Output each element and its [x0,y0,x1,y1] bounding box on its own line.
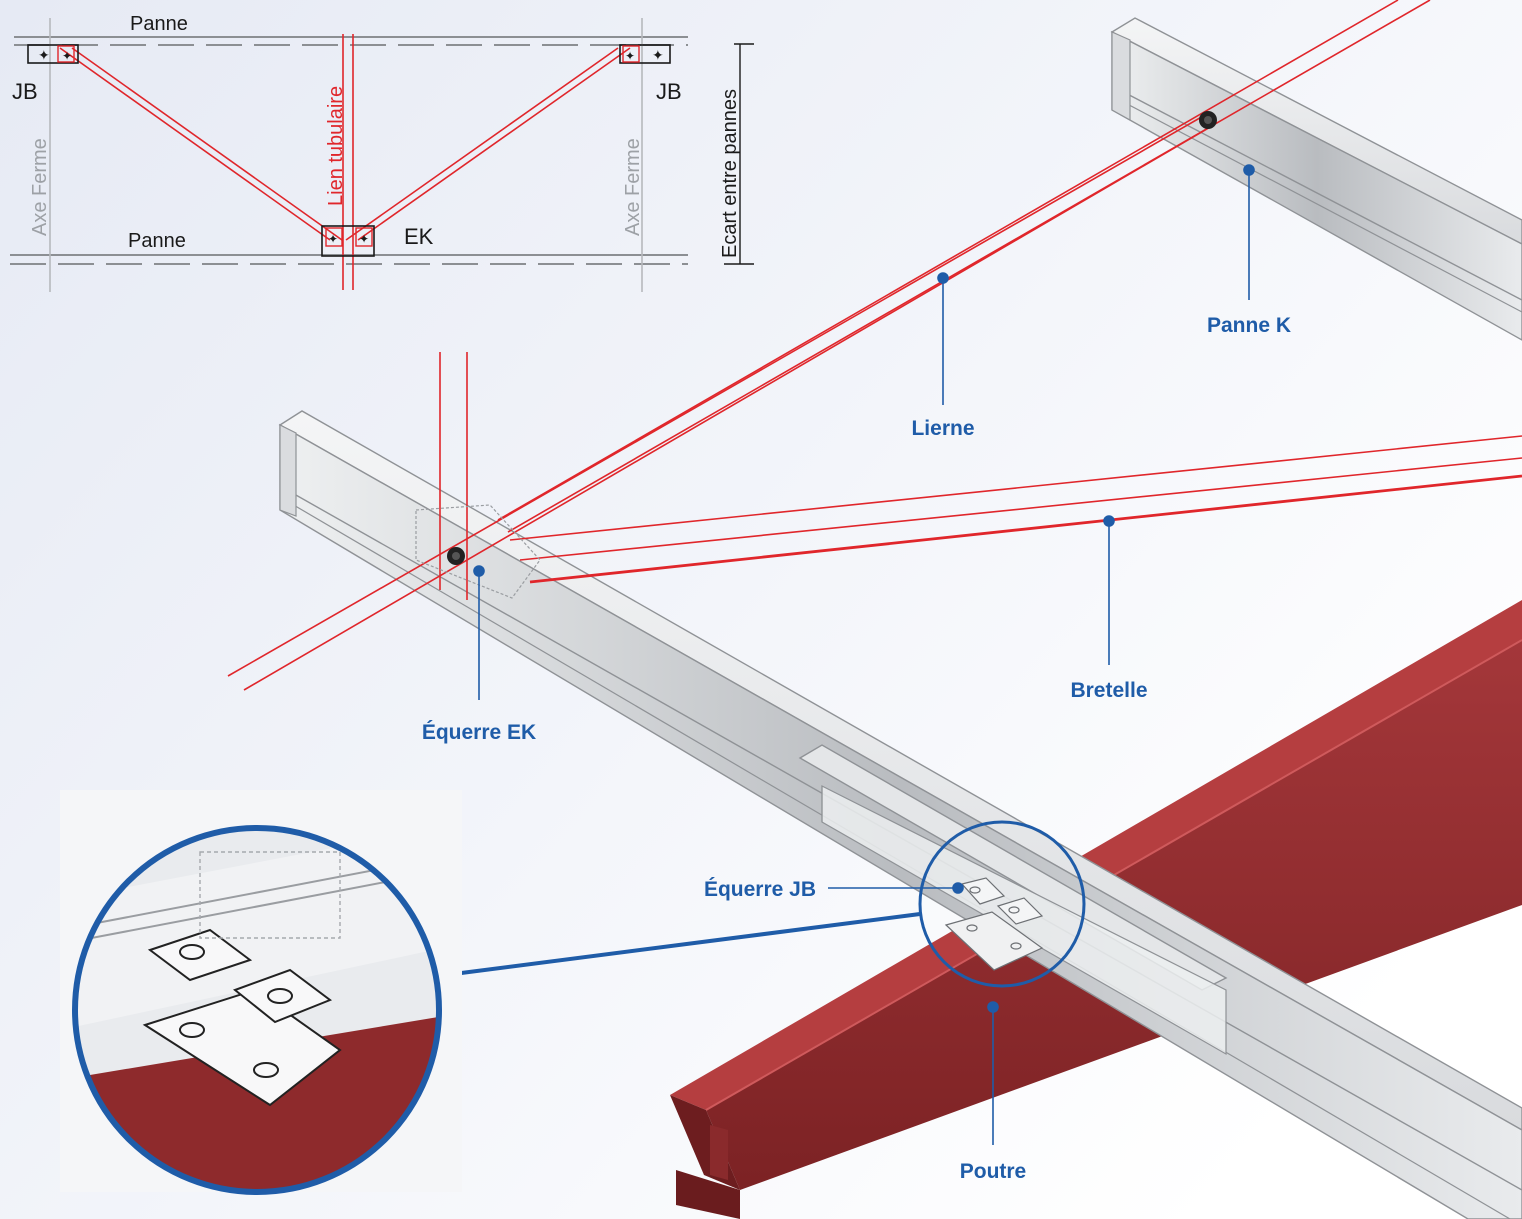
right-truss-axis-label: Axe Ferme [622,138,644,236]
equerre-jb-bracket [944,877,1044,971]
top-purlin-label: Panne [130,13,188,35]
ek-bolt-nut [447,547,465,565]
spacing-dimension-line [724,43,754,265]
svg-text:✦: ✦ [359,232,369,246]
svg-text:✦: ✦ [328,232,338,246]
plan-left-strap [59,47,343,241]
callout-leaders [473,164,1255,1145]
plan-left-jb-bracket: ✦ ✦ [27,44,79,64]
poutre-callout: Poutre [960,1160,1027,1183]
plan-ek-bracket: ✦ ✦ [321,225,375,257]
plan-view: ✦ ✦ ✦ ✦ ✦ ✦ Panne Panne JB JB EK Axe Fer… [10,13,754,292]
plan-tube-link [342,34,354,290]
panne-k-bolt-nut [1199,111,1217,129]
plan-right-strap [345,47,631,241]
bretelle-strap [509,435,1522,584]
lierne-rod [227,0,1431,691]
svg-text:✦: ✦ [625,49,635,63]
zoom-connector [437,912,921,978]
svg-text:✦: ✦ [652,47,664,63]
svg-text:✦: ✦ [38,47,50,63]
right-jb-label: JB [656,79,682,104]
plan-right-jb-bracket: ✦ ✦ [619,44,671,64]
zoom-circle [918,820,1086,988]
lierne-callout: Lierne [911,417,974,440]
bottom-purlin-label: Panne [128,230,186,252]
equerre-ek-callout: Équerre EK [422,721,536,744]
detail-inset [60,790,462,1195]
equerre-ek-bracket [415,504,541,599]
tube-link-3d [439,352,468,600]
left-truss-axis-label: Axe Ferme [29,138,51,236]
equerre-jb-callout: Équerre JB [704,878,816,901]
bottom-purlin-line [10,254,688,265]
ek-label: EK [404,224,434,249]
tube-link-label: Lien tubulaire [325,86,347,206]
top-purlin-line [14,36,688,46]
spacing-dimension-label: Ecart entre pannes [719,89,741,258]
bretelle-callout: Bretelle [1070,679,1147,702]
svg-text:✦: ✦ [62,49,72,63]
panne-k-purlin [1110,17,1522,341]
panne-k-callout: Panne K [1207,314,1291,337]
left-jb-label: JB [12,79,38,104]
